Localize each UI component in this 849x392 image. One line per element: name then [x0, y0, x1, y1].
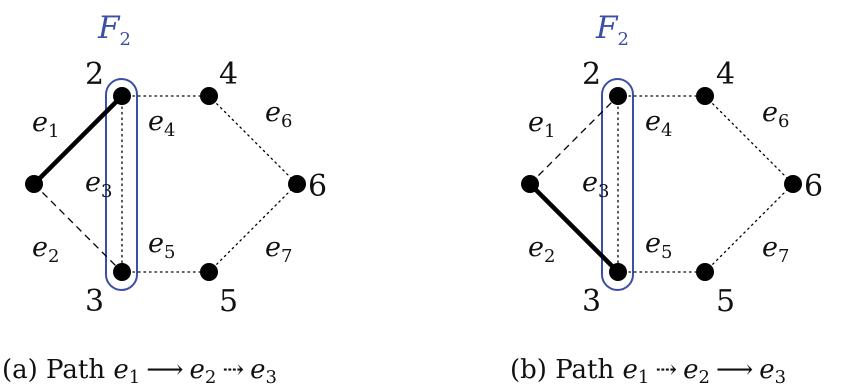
edge-e1: [32, 94, 124, 186]
edge-e2: [528, 182, 620, 274]
edge-label-e6: e6: [762, 97, 789, 132]
vertex-3: [113, 263, 131, 281]
vertex-1: [25, 175, 43, 193]
edge-label-e3: e3: [85, 167, 112, 202]
vertex-3: [609, 263, 627, 281]
edge-e7: [208, 183, 298, 273]
edge-label-e6: e6: [265, 97, 292, 132]
vertex-label-3: 3: [85, 284, 104, 319]
caption-a: (a) Path e1⟶e2⇢e3: [2, 355, 277, 388]
vertex-label-3: 3: [582, 284, 601, 319]
set-label-f2: F2: [97, 10, 131, 50]
edge-label-e1: e1: [528, 107, 555, 142]
edge-label-e5: e5: [645, 228, 672, 263]
vertex-label-6: 6: [804, 169, 823, 204]
vertex-label-2: 2: [582, 57, 601, 92]
edge-e7: [704, 183, 794, 273]
panel-b: F2 2 3 4 5 6 e1 e2 e3 e4 e5 e6 e7 (b) Pa…: [510, 10, 823, 388]
vertex-4: [200, 87, 218, 105]
vertex-6: [288, 175, 306, 193]
vertex-label-4: 4: [219, 57, 238, 92]
vertex-4: [696, 87, 714, 105]
edge-e2: [33, 183, 123, 273]
vertex-label-4: 4: [716, 57, 735, 92]
vertex-label-5: 5: [219, 284, 238, 319]
edge-label-e4: e4: [645, 106, 672, 141]
vertex-label-2: 2: [85, 57, 104, 92]
edge-e6: [704, 95, 794, 185]
set-label-f2: F2: [595, 10, 629, 50]
vertex-label-5: 5: [716, 284, 735, 319]
edge-label-e3: e3: [582, 167, 609, 202]
edge-label-e1: e1: [32, 107, 59, 142]
edge-e6: [208, 95, 298, 185]
vertex-5: [200, 263, 218, 281]
edge-label-e7: e7: [762, 232, 789, 267]
edge-e1: [529, 95, 619, 185]
vertex-5: [696, 263, 714, 281]
edge-label-e2: e2: [528, 232, 555, 267]
f2-highlight-ring: [601, 78, 634, 291]
vertex-label-6: 6: [308, 169, 327, 204]
edge-label-e7: e7: [265, 232, 292, 267]
f2-highlight-ring: [105, 78, 138, 291]
vertex-2: [609, 87, 627, 105]
edge-label-e4: e4: [148, 106, 175, 141]
vertex-6: [784, 175, 802, 193]
vertex-2: [113, 87, 131, 105]
panel-a: F2 2 3 4 5 6 e1 e2 e3 e4 e5 e6 e7 (a) Pa…: [2, 10, 327, 388]
edge-label-e5: e5: [148, 228, 175, 263]
caption-b: (b) Path e1⇢e2⟶e3: [510, 355, 786, 388]
vertex-1: [521, 175, 539, 193]
edge-label-e2: e2: [32, 232, 59, 267]
